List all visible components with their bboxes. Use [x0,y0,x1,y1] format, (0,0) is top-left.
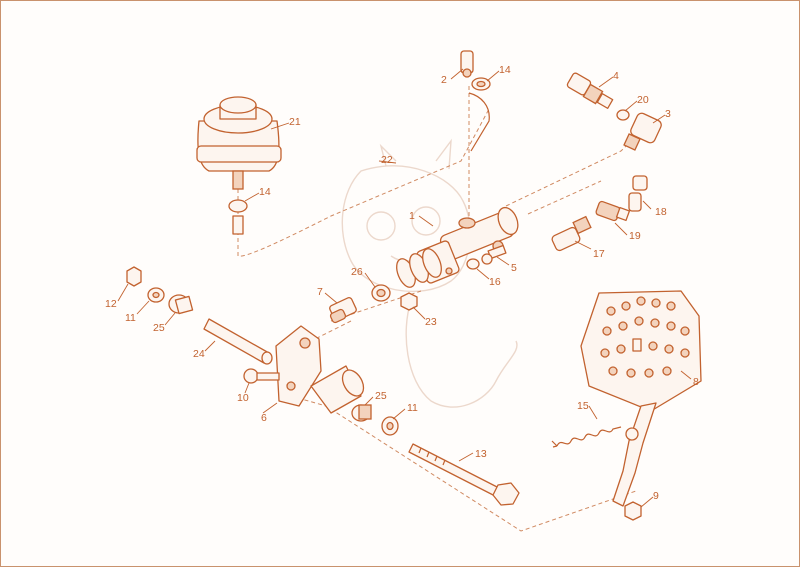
callout-11: 11 [407,402,418,414]
part-nut-23 [400,292,418,311]
callout-17: 17 [593,248,605,260]
part-bracket [275,325,365,414]
part-bolt-5 [481,244,507,265]
callout-24: 24 [193,348,205,360]
callout-5: 5 [511,262,517,274]
callout-19: 19 [629,230,641,242]
callout-8: 8 [693,376,699,388]
callout-22: 22 [381,154,393,166]
part-bush-25a [168,294,194,315]
part-clevis [329,297,357,324]
part-pressure-switch [566,72,614,109]
callout-16: 16 [489,276,501,288]
callout-18: 18 [655,206,667,218]
part-pivot-shaft [203,318,273,365]
part-bush-25b [351,404,372,422]
callout-13: 13 [475,448,487,460]
callout-labels: 2 14 4 20 3 21 22 14 18 1 19 17 5 16 26 … [105,64,699,502]
callout-3: 3 [665,108,671,120]
callout-leaders [117,68,692,508]
callout-14: 14 [259,186,271,198]
callout-14: 14 [499,64,511,76]
callout-20: 20 [637,94,649,106]
callout-10: 10 [237,392,249,404]
part-banjo-fitting [460,50,474,78]
part-clamp [228,199,248,235]
callout-1: 1 [409,210,415,222]
callout-9: 9 [653,490,659,502]
part-adapter [595,200,631,222]
part-elbow-fitting [628,175,648,212]
part-fluid-reservoir [196,96,282,190]
callout-23: 23 [425,316,437,328]
part-washer-top [471,77,491,91]
callout-12: 12 [105,298,117,310]
part-washer-11a [147,287,165,303]
part-sensor [551,215,592,252]
part-long-bolt [408,443,520,506]
callout-4: 4 [613,70,619,82]
part-nut-9 [624,501,642,521]
callout-25: 25 [153,322,165,334]
callout-2: 2 [441,74,447,86]
callout-21: 21 [289,116,301,128]
callout-15: 15 [577,400,589,412]
part-tee-fitting [623,112,662,151]
part-washer-11b [381,416,399,436]
part-washer-20 [616,109,630,121]
part-bushing-26 [371,284,391,302]
part-bolt-10 [243,368,280,384]
part-return-spring [551,426,622,448]
part-pedal [580,290,702,507]
part-nut-12 [126,266,142,287]
callout-6: 6 [261,412,267,424]
callout-11: 11 [125,312,136,324]
part-washer-16 [466,258,480,270]
callout-7: 7 [317,286,323,298]
callout-25: 25 [375,390,387,402]
callout-26: 26 [351,266,363,278]
part-hose-upper [468,92,490,152]
